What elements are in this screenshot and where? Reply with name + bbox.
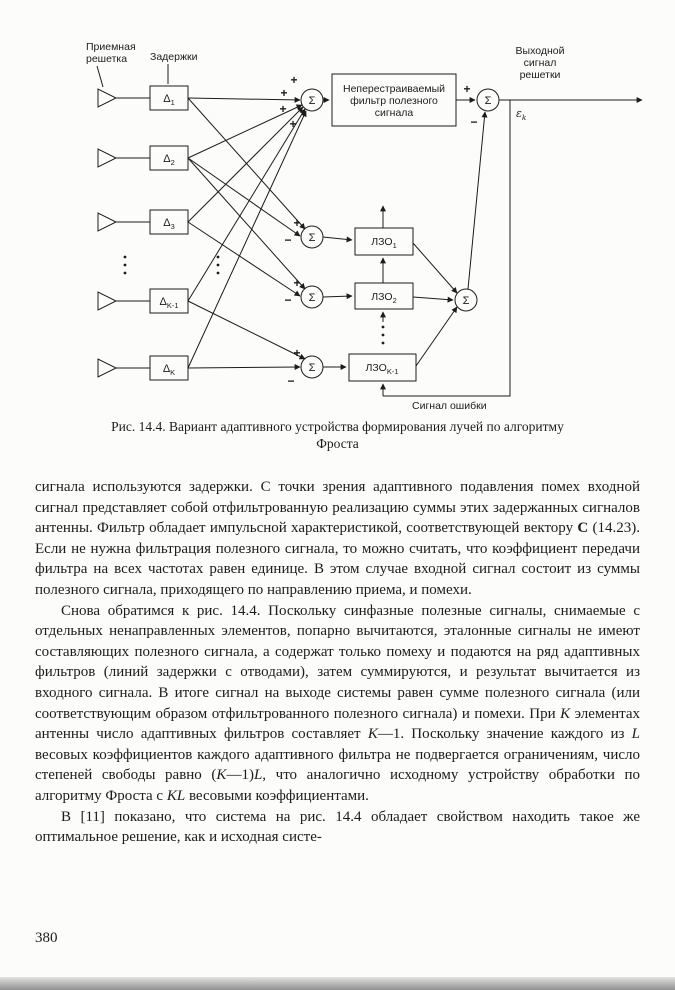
sigma-symbol: Σ xyxy=(463,295,470,307)
array-label: решетка xyxy=(86,53,127,65)
minus-sign: − xyxy=(470,115,477,129)
sigma-symbol: Σ xyxy=(309,362,316,374)
sigma-symbol: Σ xyxy=(309,95,316,107)
filter-label: сигнала xyxy=(375,107,414,119)
sigma-symbols: Σ Σ Σ Σ Σ Σ xyxy=(309,95,492,374)
connection-arrows xyxy=(322,97,643,370)
lzo-label: ЛЗО2 xyxy=(371,291,396,305)
filter-label: Неперестраиваемый xyxy=(343,83,445,95)
minus-sign: − xyxy=(287,374,294,388)
body-text: сигнала используются задержки. С точки з… xyxy=(35,477,640,848)
label-pointer-lines xyxy=(96,64,169,88)
figure-caption-line1: Рис. 14.4. Вариант адаптивного устройств… xyxy=(111,419,564,434)
output-label: Выходной xyxy=(516,45,565,57)
delay-label: ΔK-1 xyxy=(159,296,178,310)
lzo-label: ЛЗОK-1 xyxy=(366,362,399,376)
filter-label: фильтр полезного xyxy=(350,95,438,107)
output-label: решетки xyxy=(520,69,561,81)
delay-label: Δ3 xyxy=(163,217,175,231)
plus-sign: + xyxy=(293,216,300,230)
minus-sign: − xyxy=(284,233,291,247)
paragraph: сигнала используются задержки. С точки з… xyxy=(35,479,640,598)
epsilon-label: εk xyxy=(516,107,527,122)
summing-nodes xyxy=(300,88,500,379)
lzo-label: ЛЗО1 xyxy=(371,236,396,250)
minus-sign: − xyxy=(284,293,291,307)
sigma-symbol: Σ xyxy=(309,292,316,304)
plus-sign: + xyxy=(289,117,296,131)
antenna-array-icons xyxy=(97,88,150,378)
delay-label: Δ2 xyxy=(163,153,175,167)
sign-labels: + + + + + − + − + − + − xyxy=(279,73,477,388)
page-number: 380 xyxy=(35,930,58,946)
ellipsis-dots xyxy=(123,255,385,345)
plus-sign: + xyxy=(463,82,470,96)
delay-blocks xyxy=(149,85,189,381)
error-signal-label: Сигнал ошибки xyxy=(412,400,487,412)
output-label: сигнал xyxy=(524,57,557,69)
plus-sign: + xyxy=(279,102,286,116)
delay-label: ΔK xyxy=(163,363,175,377)
figure-caption: Рис. 14.4. Вариант адаптивного устройств… xyxy=(35,418,640,452)
plus-sign: + xyxy=(293,276,300,290)
lzo-labels: ЛЗО1 ЛЗО2 ЛЗОK-1 xyxy=(366,236,399,376)
delay-label: Δ1 xyxy=(163,93,175,107)
plus-sign: + xyxy=(280,86,287,100)
sigma-symbol: Σ xyxy=(485,95,492,107)
page-bottom-shadow xyxy=(0,977,675,990)
lzo-blocks xyxy=(348,227,417,382)
plus-sign: + xyxy=(293,346,300,360)
signal-fan-lines xyxy=(187,96,307,371)
delays-label: Задержки xyxy=(150,51,198,63)
figure-diagram: Σ Σ Σ Σ Σ Σ + + + + + − + − + − + − Δ1 Δ… xyxy=(86,41,643,412)
delay-labels: Δ1 Δ2 Δ3 ΔK-1 ΔK xyxy=(159,93,178,377)
array-label: Приемная xyxy=(86,41,136,53)
paragraph: В [11] показано, что система на рис. 14.… xyxy=(35,808,640,846)
paragraph: Снова обратимся к рис. 14.4. Поскольку с… xyxy=(35,602,641,804)
error-feedback-path xyxy=(380,100,511,397)
plus-sign: + xyxy=(290,73,297,87)
figure-caption-line2: Фроста xyxy=(316,436,359,451)
sigma-symbol: Σ xyxy=(309,232,316,244)
